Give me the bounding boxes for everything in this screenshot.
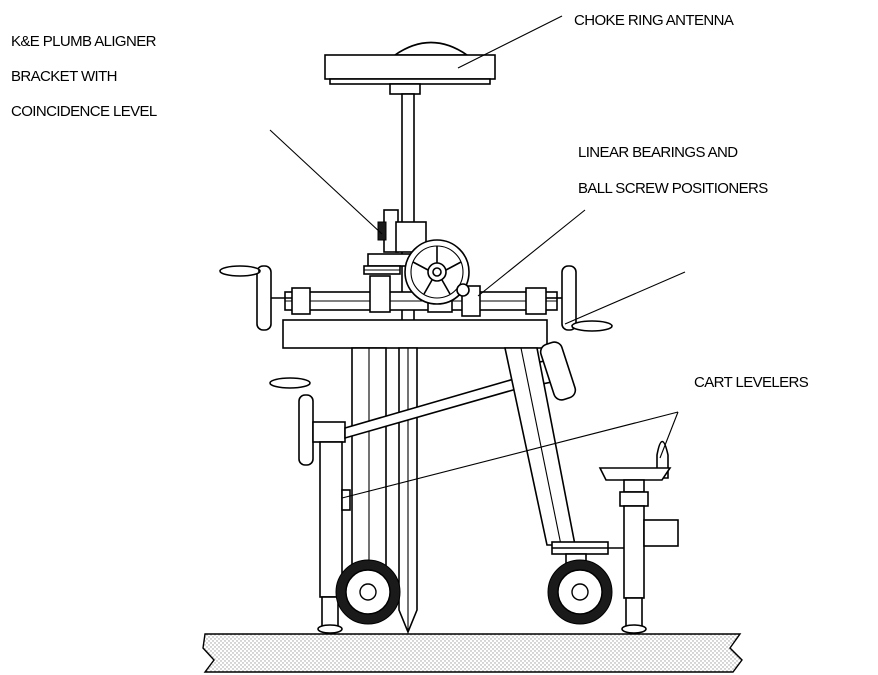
caster-wheel [547, 541, 613, 625]
bracket-label-line-2: BRACKET WITH [11, 68, 117, 85]
bearings-label-line-2: BALL SCREW POSITIONERS [578, 180, 768, 197]
bracket-label-line-3: COINCIDENCE LEVEL [11, 103, 157, 120]
left-wheel [335, 559, 401, 625]
handwheel [404, 239, 470, 305]
left-leveler [269, 377, 351, 634]
levelers-label: CART LEVELERS [694, 374, 809, 391]
bracket-label-line-1: K&E PLUMB ALIGNER [11, 33, 157, 50]
choke-ring-antenna [324, 41, 496, 95]
plumb-point [398, 347, 418, 635]
leader-lines [269, 15, 686, 499]
cart-platform [282, 319, 548, 349]
right-leveler [552, 440, 679, 634]
crossbar-end-knobs [219, 265, 613, 332]
ground-slab [202, 633, 743, 673]
bearings-label-line-1: LINEAR BEARINGS AND [578, 144, 738, 161]
antenna-label: CHOKE RING ANTENNA [574, 12, 734, 29]
